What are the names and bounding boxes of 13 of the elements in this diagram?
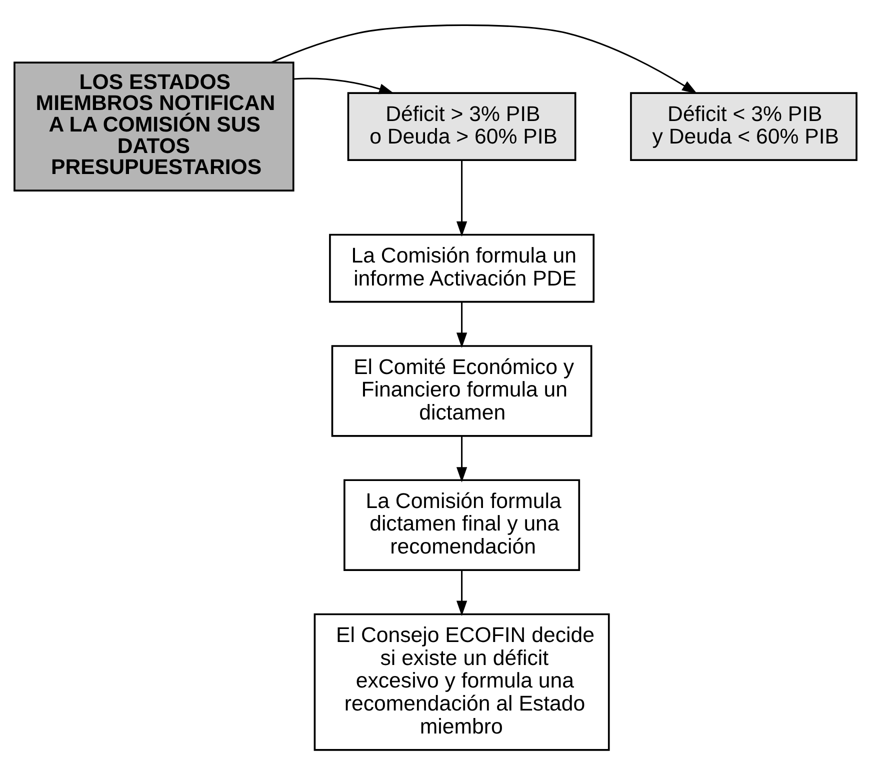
node-box: LOS ESTADOS MIEMBROS NOTIFICAN A LA COMISIÓN SUS DATOS PRESUPUESTARIOS — [14, 61, 294, 191]
node-box: La Comisión formula dictamen final y una recomendación — [344, 478, 580, 570]
arrow — [271, 24, 698, 94]
node-box: La Comisión formula un informe Activación PDE — [329, 233, 595, 302]
node-box: El Comité Económico y Financiero formula un dictamen — [331, 344, 592, 436]
node-box: Déficit < 3% PIB y Deuda < 60% PIB — [630, 92, 858, 160]
arrow — [456, 570, 468, 616]
arrow — [293, 77, 394, 94]
node-box: El Consejo ECOFIN decide si existe un déficit excesivo y formula una recomendación al Estado miembro — [314, 612, 610, 750]
arrow — [456, 436, 468, 482]
arrow — [456, 301, 468, 348]
node-box: Déficit > 3% PIB o Deuda > 60% PIB — [347, 92, 576, 160]
arrow — [456, 160, 468, 236]
